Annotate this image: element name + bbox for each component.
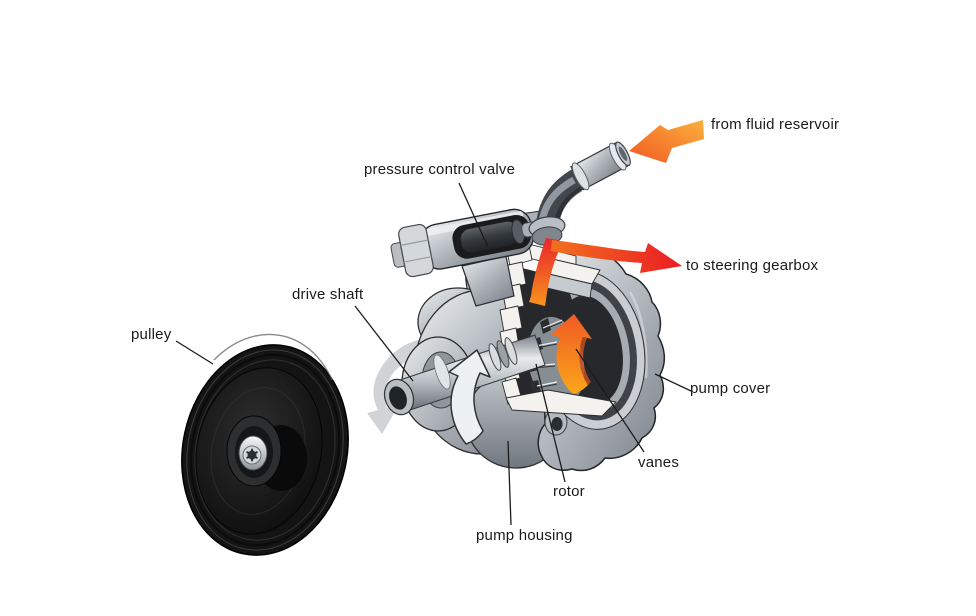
leader-pressure-control-valve	[458, 182, 489, 248]
leader-lines	[175, 182, 692, 526]
label-pressure-control-valve: pressure control valve	[364, 161, 516, 178]
shaft-rotation-arrow-back	[367, 337, 448, 434]
label-from-fluid-reservoir: from fluid reservoir	[711, 116, 840, 133]
label-to-steering-gearbox: to steering gearbox	[686, 257, 819, 274]
label-rotor: rotor	[553, 483, 585, 500]
leader-drive-shaft	[354, 305, 414, 382]
leader-rotor	[535, 363, 566, 483]
inlet-flow-arrow	[629, 120, 704, 163]
leader-pump-cover	[654, 373, 692, 392]
shaft-rotation-arrow-front	[448, 349, 491, 445]
label-vanes: vanes	[638, 454, 680, 471]
leader-pulley	[175, 340, 214, 365]
label-drive-shaft: drive shaft	[292, 286, 364, 303]
internal-flow-arrow	[551, 314, 592, 394]
label-pump-housing: pump housing	[476, 527, 573, 544]
inlet-flow-band	[529, 238, 561, 306]
outlet-flow-arrow	[551, 240, 682, 273]
pulley-illustration	[181, 333, 349, 556]
leader-vanes	[575, 348, 645, 453]
inlet-elbow-illustration	[528, 141, 631, 246]
leader-pump-housing	[507, 440, 512, 526]
torx-screw-icon	[246, 448, 258, 462]
pressure-control-valve-illustration	[390, 208, 539, 307]
label-pulley: pulley	[131, 326, 172, 343]
label-pump-cover: pump cover	[690, 380, 771, 397]
